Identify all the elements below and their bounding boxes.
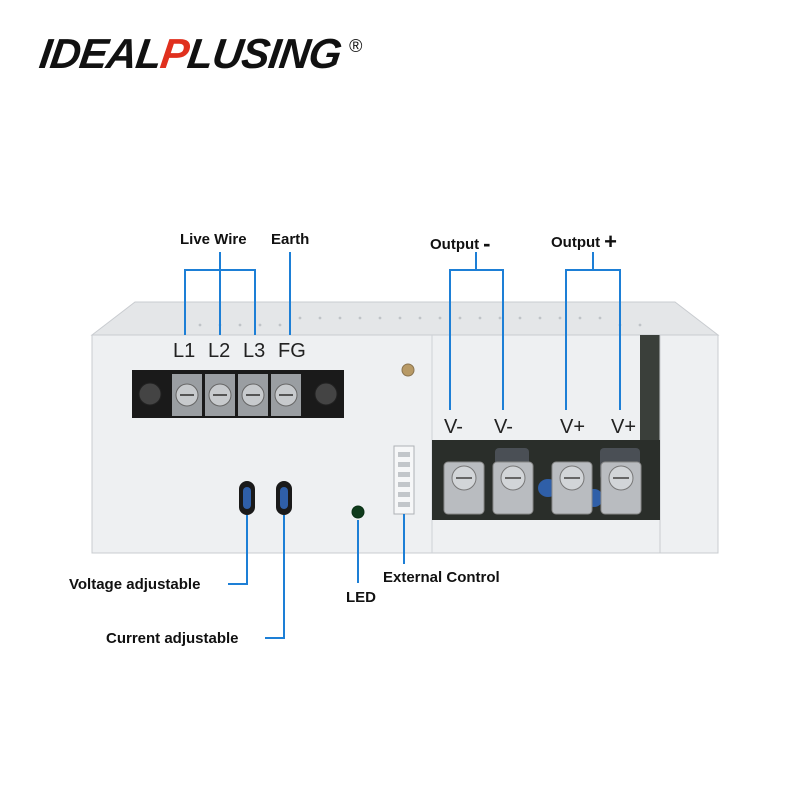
terminal-label-l1: L1 [173,340,195,362]
output-minus-text: Output [430,236,480,253]
terminal-label-v-minus-2: V- [494,416,513,438]
panel-screw-icon [401,363,415,377]
callout-voltage-adjustable [228,515,248,585]
callout-current-adjustable [265,515,285,639]
terminal-label-v-plus-1: V+ [560,416,585,438]
mount-screw-icon [314,382,338,406]
plus-sign: + [604,229,618,254]
terminal-label-v-plus-2: V+ [611,416,636,438]
minus-sign: - [483,231,491,256]
mount-screw-icon [138,382,162,406]
current-potentiometer-knob [280,487,288,509]
voltage-potentiometer-knob [243,487,251,509]
terminal-label-v-minus-1: V- [444,416,463,438]
side-wall [659,334,719,554]
current-adjustable-label: Current adjustable [106,630,239,647]
voltage-adjustable-label: Voltage adjustable [69,576,201,593]
callout-lines [184,252,621,639]
terminal-label-fg: FG [278,340,306,362]
connector-pins [398,452,410,507]
led-indicator [351,505,365,519]
input-terminal-screws [172,374,301,416]
live-wire-label: Live Wire [180,231,247,248]
output-plus-text: Output [551,234,601,251]
earth-label: Earth [271,231,310,248]
output-plus-label: Output+ [551,229,617,255]
output-minus-label: Output- [430,231,490,257]
output-terminal-screws [443,461,642,515]
terminal-label-l3: L3 [243,340,265,362]
led-label: LED [346,589,376,606]
external-control-label: External Control [383,569,500,586]
terminal-label-l2: L2 [208,340,230,362]
